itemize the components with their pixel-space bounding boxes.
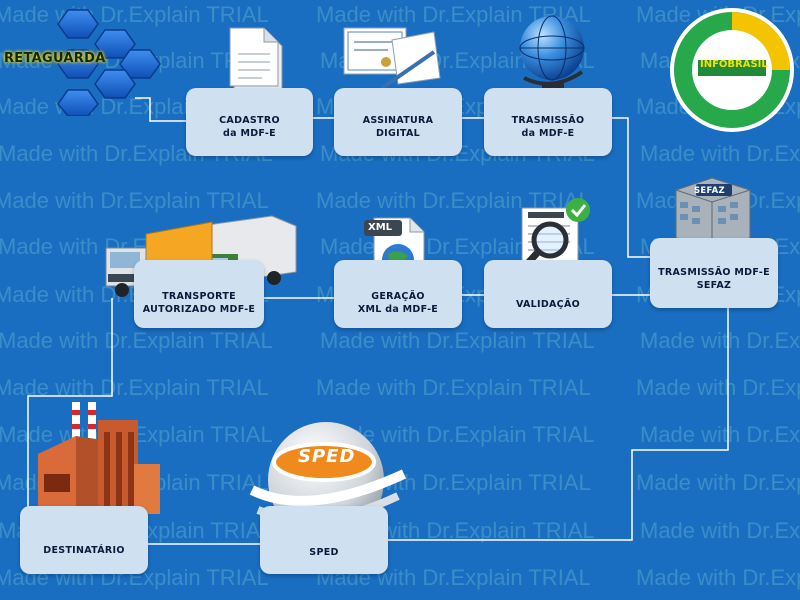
node-trasmissao-sefaz-line1: TRASMISSÃO MDF-E [658,267,770,278]
node-assinatura-line1: ASSINATURA [362,115,434,126]
node-geracao: GERAÇÃO XML da MDF-E [334,260,462,328]
sefaz-building-icon [675,177,751,249]
globe-icon [519,15,585,90]
magnifier-check-icon [514,198,590,278]
node-geracao-line2: XML da MDF-E [357,304,439,315]
node-transporte-line1: TRANSPORTE [162,291,236,302]
node-trasmissao-label: TRASMISSÃO da MDF-E [484,114,612,140]
node-trasmissao-sefaz-label: TRASMISSÃO MDF-E SEFAZ [650,266,778,292]
node-cadastro-line1: CADASTRO [219,115,280,126]
node-destinatario: DESTINATÁRIO [20,506,148,574]
connector-sped-sefaz [388,308,729,541]
node-destinatario-line1: DESTINATÁRIO [43,545,125,556]
connector-transporte-destinatario [27,298,113,508]
retaguarda-hexagons [57,9,161,116]
node-assinatura-line2: DIGITAL [375,128,420,139]
node-cadastro: CADASTRO da MDF-E [186,88,313,156]
node-geracao-line1: GERAÇÃO [371,291,425,302]
node-trasmissao-sefaz-line2: SEFAZ [696,280,732,291]
connector-trasmissao-sefaz [612,117,650,258]
certificate-pen-icon [343,27,441,90]
node-validacao-line1: VALIDAÇÃO [516,299,580,310]
node-validacao-label: VALIDAÇÃO [484,298,612,311]
connector-retaguarda-cadastro [135,97,186,122]
sefaz-badge-text: SEFAZ [694,186,726,196]
document-icon [229,27,283,91]
node-sped: SPED [260,506,388,574]
node-trasmissao-line2: da MDF-E [521,128,575,139]
node-geracao-label: GERAÇÃO XML da MDF-E [334,290,462,316]
infobrasil-logo-text: INFOBRASIL [700,59,768,70]
node-assinatura: ASSINATURA DIGITAL [334,88,462,156]
xml-badge-text: XML [368,222,393,233]
node-validacao: VALIDAÇÃO [484,260,612,328]
node-trasmissao-sefaz: TRASMISSÃO MDF-E SEFAZ [650,238,778,308]
infobrasil-logo [670,8,794,132]
node-transporte-label: TRANSPORTE AUTORIZADO MDF-E [134,290,264,316]
node-assinatura-label: ASSINATURA DIGITAL [334,114,462,140]
node-sped-label: SPED [260,546,388,559]
node-cadastro-line2: da MDF-E [223,128,276,139]
sped-badge-text: SPED [298,446,356,467]
node-destinatario-label: DESTINATÁRIO [20,544,148,557]
node-transporte-line2: AUTORIZADO MDF-E [142,304,256,315]
node-trasmissao: TRASMISSÃO da MDF-E [484,88,612,156]
node-cadastro-label: CADASTRO da MDF-E [186,114,313,140]
node-trasmissao-line1: TRASMISSÃO [511,115,585,126]
node-transporte: TRANSPORTE AUTORIZADO MDF-E [134,260,264,328]
node-sped-line1: SPED [309,547,339,558]
retaguarda-label: RETAGUARDA [4,51,106,66]
